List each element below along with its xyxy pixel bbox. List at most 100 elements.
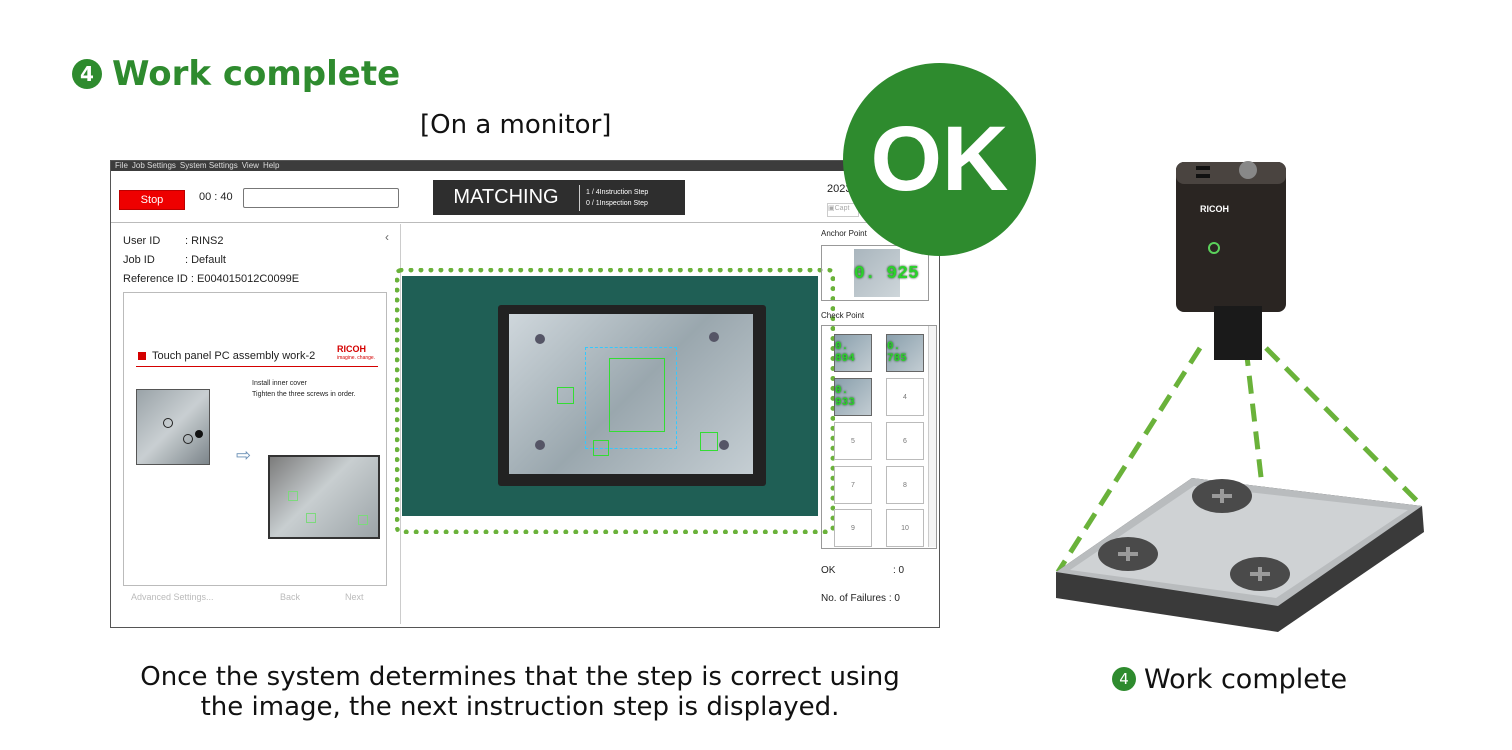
doc-brand: RICOH (337, 344, 366, 354)
check-point-3[interactable]: 0. 933 (834, 378, 872, 416)
camera-highlight-frame (395, 268, 835, 534)
check-point-panel: 0. 894 0. 785 0. 933 4 5 6 7 8 9 10 (821, 325, 937, 549)
reference-id-value: : E004015012C0099E (190, 273, 300, 285)
menu-view[interactable]: View (241, 161, 259, 170)
check-point-7[interactable]: 7 (834, 466, 872, 504)
check-point-5[interactable]: 5 (834, 422, 872, 460)
user-id-value: : RINS2 (185, 235, 224, 247)
instruction-step: 1 / 4Instruction Step (586, 188, 649, 196)
check-point-8[interactable]: 8 (886, 466, 924, 504)
right-caption-text: Work complete (1144, 663, 1348, 695)
failure-count-value: : 0 (888, 593, 900, 604)
camera-brand: RICOH (1200, 204, 1229, 214)
check-point-scrollbar[interactable] (928, 326, 936, 547)
check-score-2: 0. 785 (887, 341, 907, 365)
power-icon (1208, 242, 1220, 254)
failure-count-label: No. of Failures (821, 593, 887, 604)
check-point-6[interactable]: 6 (886, 422, 924, 460)
cone-line-center (1243, 347, 1279, 607)
ok-result-badge: OK (843, 63, 1036, 256)
check-point-4[interactable]: 4 (886, 378, 924, 416)
inner-cover-plate (509, 314, 753, 474)
right-caption: 4 Work complete (1112, 662, 1347, 696)
back-button[interactable]: Back (280, 592, 301, 602)
instruction-document: Touch panel PC assembly work-2 RICOH ima… (123, 292, 387, 586)
cone-line-left (1055, 346, 1203, 574)
camera-illustration: RICOH (1055, 161, 1424, 632)
after-photo (268, 455, 380, 539)
step-number-badge: 4 (72, 59, 102, 89)
doc-title-text: Touch panel PC assembly work-2 (152, 350, 316, 362)
camera-lens (1214, 306, 1262, 360)
header-divider (111, 222, 939, 223)
monitor-label: [On a monitor] (420, 110, 612, 140)
check-point-9[interactable]: 9 (834, 509, 872, 547)
menu-file[interactable]: File (115, 161, 128, 170)
step-counter: 1 / 4Instruction Step 0 / 1Inspection St… (586, 187, 648, 209)
anchor-thumbnail (854, 249, 900, 297)
date-display: 2023 (827, 183, 852, 195)
menu-help[interactable]: Help (262, 161, 280, 170)
reference-id-row: Reference ID : E004015012C0099E (123, 273, 299, 285)
user-id-label: User ID (123, 235, 161, 247)
check-point-10[interactable]: 10 (886, 509, 924, 547)
ok-count-label: OK (821, 565, 836, 576)
check-point-label: Check Point (821, 311, 865, 320)
inspection-step: 0 / 1Inspection Step (586, 199, 648, 207)
check-point-1[interactable]: 0. 894 (834, 334, 872, 372)
matching-status: MATCHING (453, 186, 559, 208)
menu-job-settings[interactable]: Job Settings (131, 161, 176, 170)
divider (579, 184, 580, 211)
instruction-panel: ‹ User ID : RINS2 Job ID : Default Referen… (117, 224, 401, 624)
doc-line-2: Tighten the three screws in order. (252, 391, 356, 398)
bullet-icon (138, 352, 146, 360)
captured-device (498, 305, 766, 486)
next-button[interactable]: Next (345, 592, 364, 602)
doc-title: Touch panel PC assembly work-2 (138, 350, 315, 362)
before-photo (136, 389, 210, 465)
check-match-box-3 (700, 432, 718, 451)
camera-view[interactable] (402, 276, 818, 516)
doc-line-1: Install inner cover (252, 380, 307, 387)
failure-count-row: No. of Failures : 0 (821, 593, 900, 604)
check-match-box-1 (557, 387, 574, 404)
anchor-match-box (609, 358, 665, 432)
stop-button[interactable]: Stop (119, 190, 185, 210)
camera-icon: ▣ (828, 205, 835, 212)
capture-label: Capt (834, 205, 850, 212)
inspection-area (585, 347, 677, 449)
cone-line-right (1264, 346, 1424, 508)
doc-divider (136, 366, 378, 367)
caption-line-1: Once the system determines that the step… (140, 662, 900, 692)
advanced-settings-button[interactable]: Advanced Settings... (131, 592, 214, 602)
anchor-point-label: Anchor Point (821, 229, 867, 238)
user-id-row: User ID : RINS2 (123, 235, 224, 247)
doc-tagline: imagine. change. (337, 355, 376, 361)
check-match-box-2 (593, 440, 609, 456)
job-id-row: Job ID : Default (123, 254, 226, 266)
camera-body (1176, 162, 1286, 312)
ok-count-value: : 0 (893, 565, 905, 576)
menu-system-settings[interactable]: System Settings (179, 161, 238, 170)
reference-id-label: Reference ID (123, 273, 188, 285)
collapse-icon[interactable]: ‹ (385, 230, 389, 244)
check-score-3: 0. 933 (835, 385, 855, 409)
ok-count-row: OK : 0 (821, 565, 904, 576)
elapsed-timer: 00 : 40 (199, 191, 233, 203)
section-heading: 4 Work complete (72, 52, 400, 96)
matching-status-panel: MATCHING 1 / 4Instruction Step 0 / 1Insp… (433, 180, 685, 215)
caption-line-2: the image, the next instruction step is … (200, 692, 840, 722)
heading-title: Work complete (112, 54, 401, 94)
arrow-icon: ⇨ (236, 445, 252, 465)
check-point-2[interactable]: 0. 785 (886, 334, 924, 372)
right-step-badge: 4 (1112, 667, 1136, 691)
job-id-value: : Default (185, 254, 226, 266)
job-id-label: Job ID (123, 254, 155, 266)
description-caption: Once the system determines that the step… (100, 662, 940, 722)
anchor-point-panel: 0. 925 (821, 245, 929, 301)
status-input[interactable] (243, 188, 399, 208)
anchor-score: 0. 925 (854, 264, 919, 284)
check-score-1: 0. 894 (835, 341, 855, 365)
